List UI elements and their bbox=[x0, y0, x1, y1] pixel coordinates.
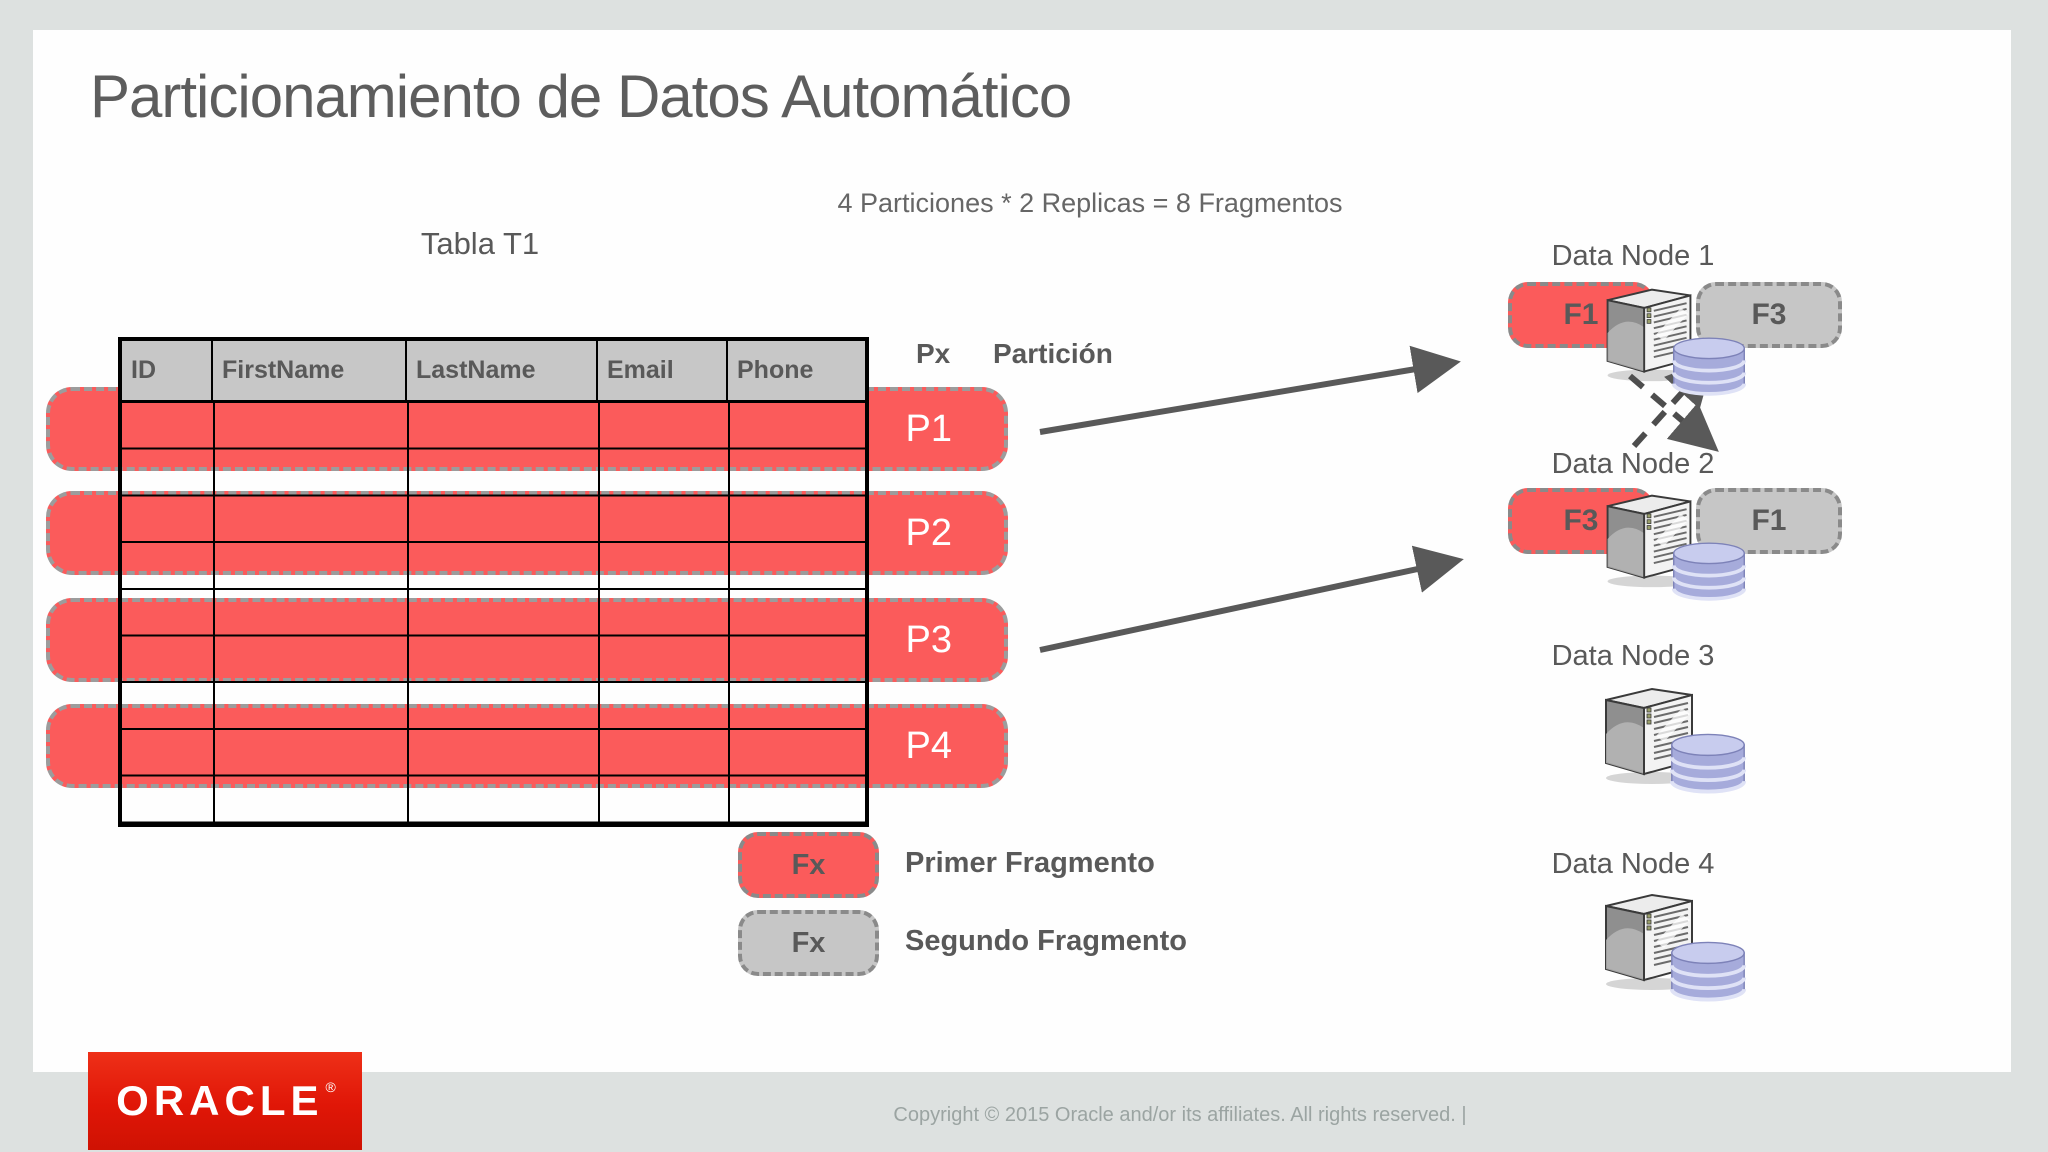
partition-key-symbol: Px bbox=[916, 338, 951, 369]
page-title: Particionamiento de Datos Automático bbox=[90, 63, 1072, 130]
legend-primary-fragment-pill: Fx bbox=[738, 832, 879, 898]
partition-label: P4 bbox=[905, 724, 952, 767]
column-header-email: Email bbox=[598, 341, 728, 400]
legend-secondary-fragment-text: Segundo Fragmento bbox=[905, 925, 1187, 957]
column-header-firstname: FirstName bbox=[213, 341, 407, 400]
column-header-phone: Phone bbox=[728, 341, 865, 400]
copyright-text: Copyright © 2015 Oracle and/or its affil… bbox=[893, 1104, 1467, 1126]
database-icon bbox=[1669, 941, 1747, 1002]
table-header-row: ID FirstName LastName Email Phone bbox=[122, 341, 865, 403]
fragment-formula-text: 4 Particiones * 2 Replicas = 8 Fragmento… bbox=[837, 188, 1343, 218]
database-icon bbox=[1669, 733, 1747, 794]
fragment-pill-label: F3 bbox=[1751, 298, 1787, 331]
data-node-3-label: Data Node 3 bbox=[1551, 640, 1715, 672]
column-header-lastname: LastName bbox=[407, 341, 598, 400]
table-title: Tabla T1 bbox=[420, 226, 540, 261]
table-t1: ID FirstName LastName Email Phone bbox=[118, 337, 869, 827]
oracle-logo-text: ORACLE bbox=[116, 1077, 324, 1124]
legend-pill-label: Fx bbox=[791, 848, 826, 881]
fragment-pill-secondary: F3 bbox=[1696, 282, 1842, 348]
table-body-grid bbox=[122, 403, 865, 823]
oracle-logo: ORACLE® bbox=[88, 1052, 362, 1150]
data-node-4-label: Data Node 4 bbox=[1551, 848, 1715, 880]
database-icon bbox=[1671, 542, 1747, 601]
fragment-pill-label: F1 bbox=[1751, 504, 1787, 537]
database-icon bbox=[1671, 337, 1747, 396]
fragment-pill-label: F3 bbox=[1563, 504, 1599, 537]
partition-key-label: Partición bbox=[993, 338, 1113, 369]
data-node-1-label: Data Node 1 bbox=[1551, 240, 1715, 272]
legend-secondary-fragment-pill: Fx bbox=[738, 910, 879, 976]
partition-label: P2 bbox=[905, 511, 952, 554]
registered-trademark-icon: ® bbox=[325, 1079, 336, 1095]
server-icon bbox=[1605, 687, 1698, 784]
partition-label: P1 bbox=[905, 407, 952, 450]
column-header-id: ID bbox=[122, 341, 213, 400]
legend-pill-label: Fx bbox=[791, 926, 826, 959]
fragment-pill-label: F1 bbox=[1563, 298, 1599, 331]
legend-primary-fragment-text: Primer Fragmento bbox=[905, 847, 1155, 879]
partition-label: P3 bbox=[905, 618, 952, 661]
data-node-2-label: Data Node 2 bbox=[1551, 448, 1715, 480]
